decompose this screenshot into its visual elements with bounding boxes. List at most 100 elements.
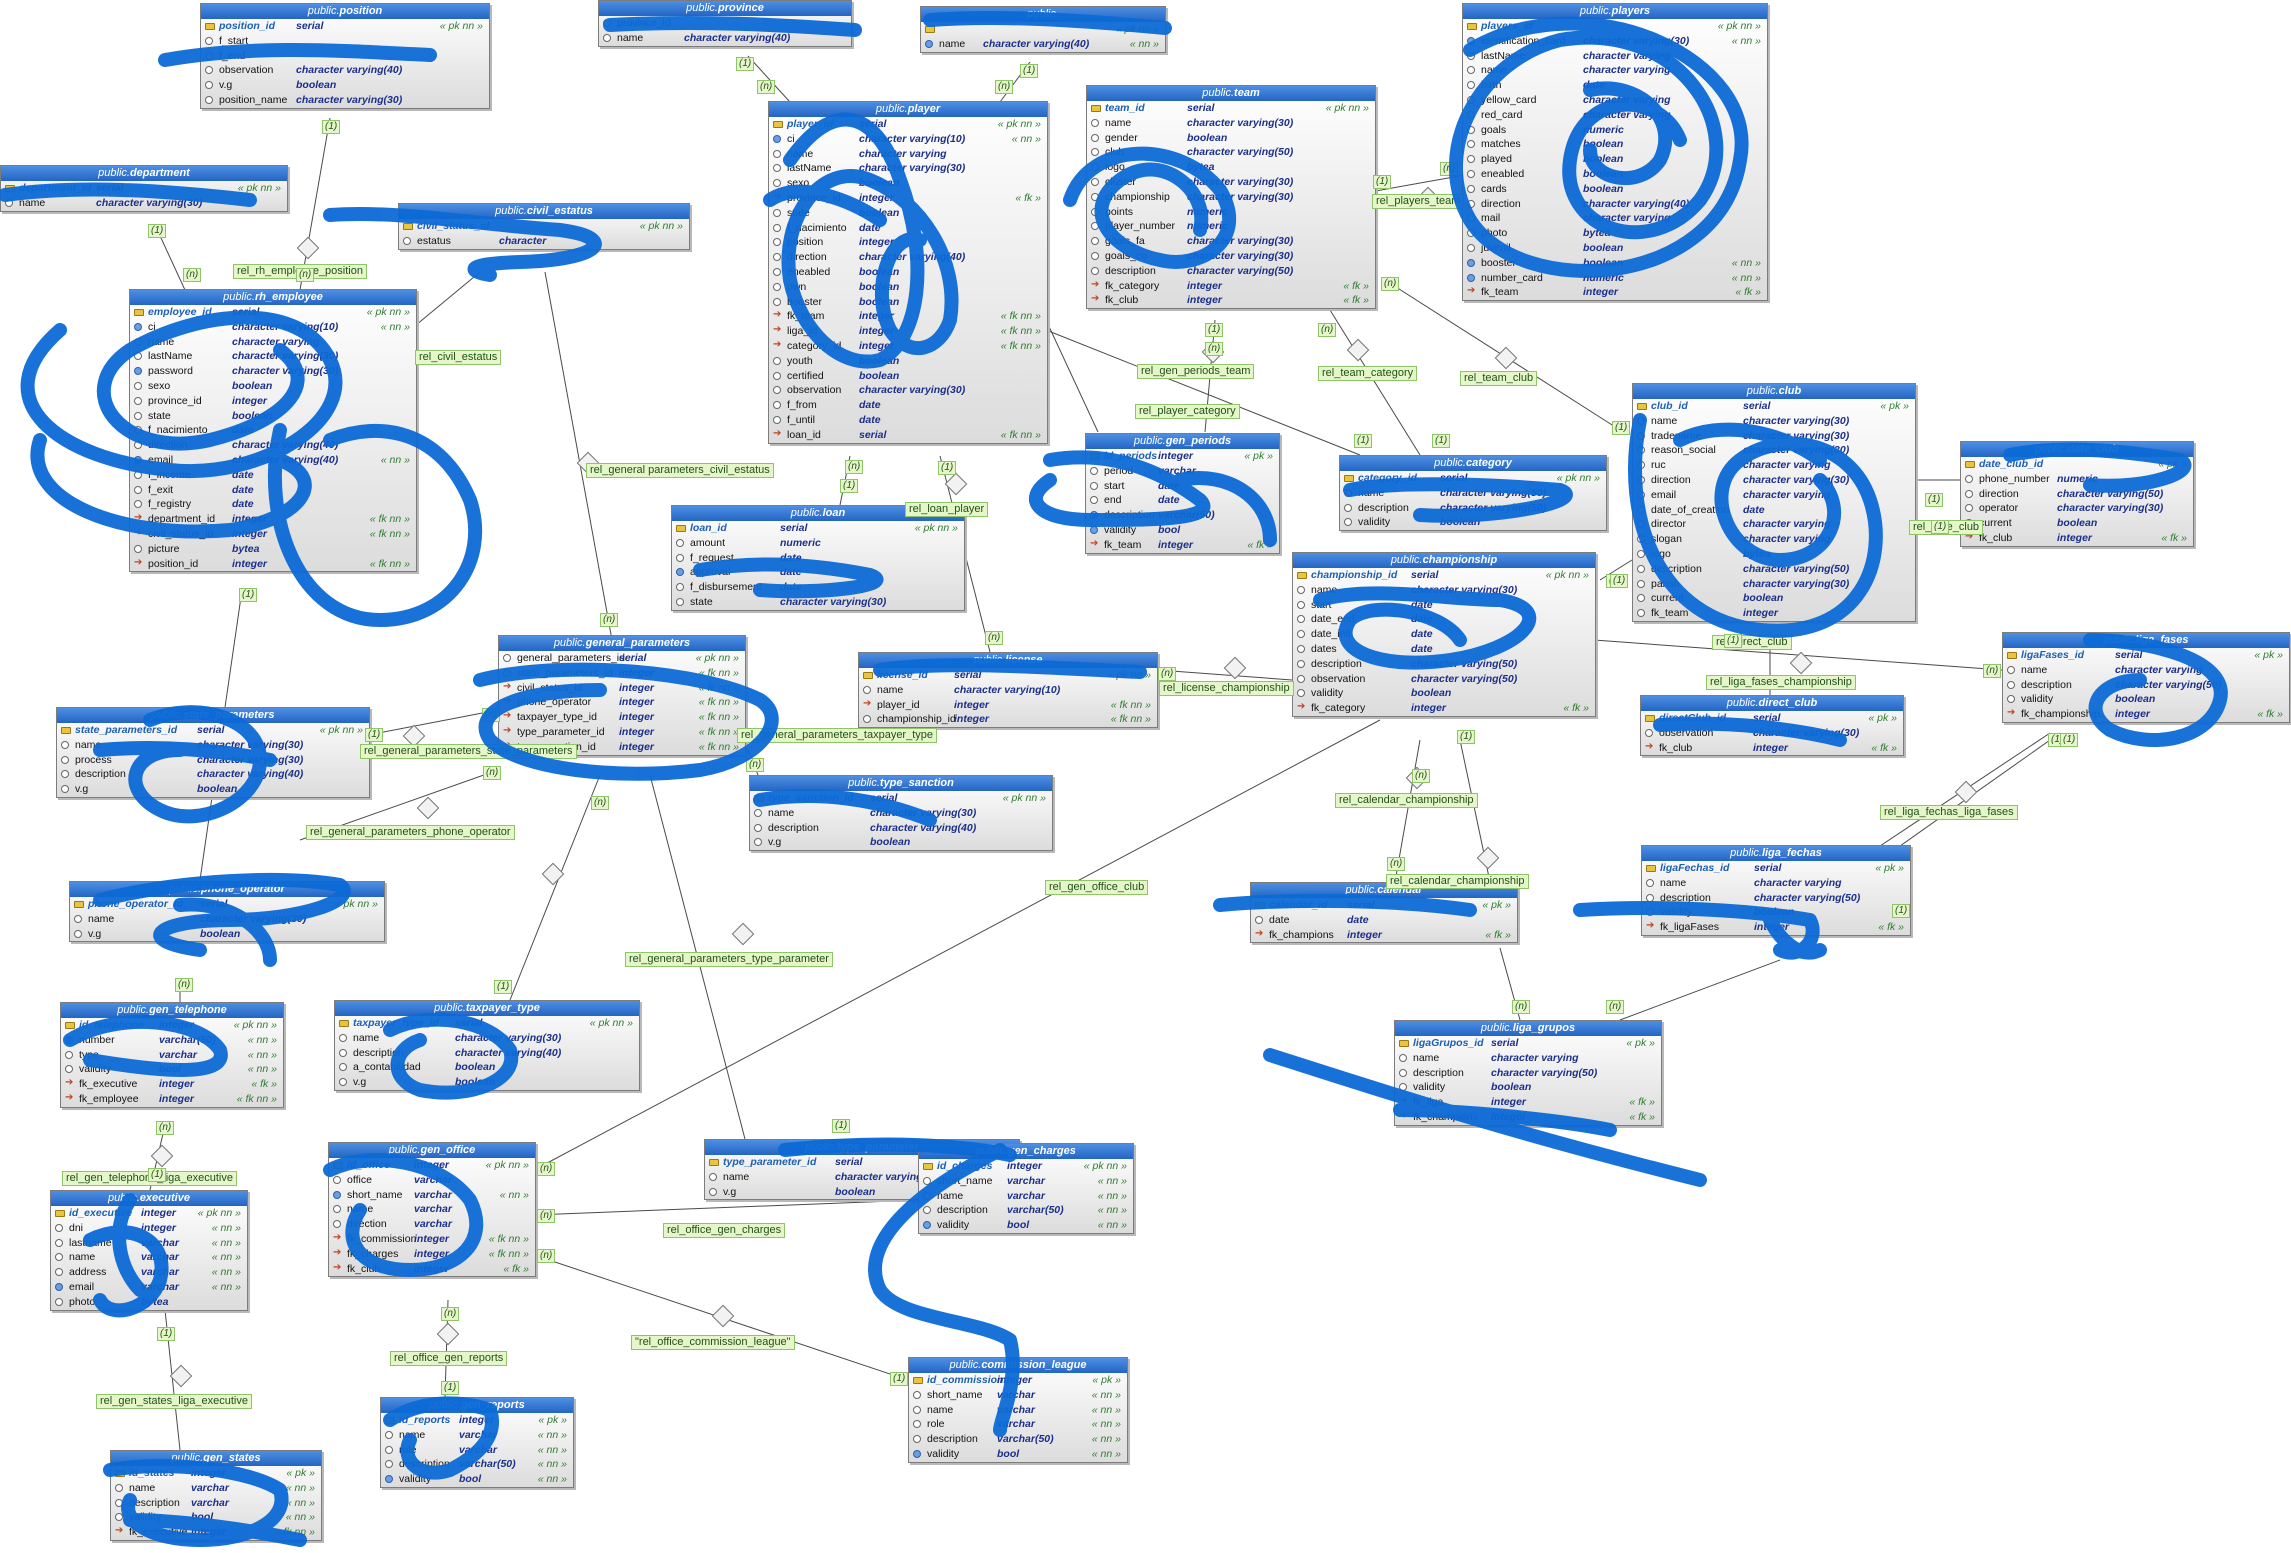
table-header[interactable]: public.type_sanction: [750, 776, 1052, 791]
table-header[interactable]: public.: [921, 7, 1165, 22]
table-column[interactable]: players_id« pk nn »: [1463, 19, 1767, 34]
table-column[interactable]: f_start: [201, 34, 489, 49]
relation-label[interactable]: "rel_office_commission_league": [631, 1335, 795, 1350]
table-header[interactable]: public.liga_grupos: [1395, 1021, 1661, 1036]
relation-label[interactable]: rel_general parameters_civil_estatus: [586, 463, 774, 478]
table-header[interactable]: public.club: [1633, 384, 1915, 399]
table-header[interactable]: public.taxpayer_type: [335, 1001, 639, 1016]
table-header[interactable]: public.position: [201, 4, 489, 19]
table-header[interactable]: public.liga_fechas: [1642, 846, 1910, 861]
relation-label[interactable]: rel_loan_player: [905, 502, 989, 517]
relation-label[interactable]: rel_gen_office_club: [1045, 880, 1149, 895]
relation-label[interactable]: rel_gen_periods_team: [1137, 364, 1255, 379]
relation-label[interactable]: rel_team_club: [1460, 371, 1538, 386]
table-header[interactable]: public.gen_telephone: [61, 1003, 283, 1018]
relation-label[interactable]: rel_calendar_championship: [1335, 793, 1478, 808]
relation-label[interactable]: rel_civil_estatus: [415, 350, 502, 365]
table-header[interactable]: public.liga_fases: [2003, 633, 2289, 648]
table-column[interactable]: f_end: [201, 49, 489, 64]
table-header[interactable]: public.executive: [51, 1191, 247, 1206]
table-header[interactable]: public.gen_office: [329, 1143, 535, 1158]
relation-label[interactable]: rel_general_parameters_state_parameters: [360, 744, 577, 759]
relation-label[interactable]: rel_license_championship: [1159, 681, 1294, 696]
table-column[interactable]: province_id: [599, 16, 851, 31]
